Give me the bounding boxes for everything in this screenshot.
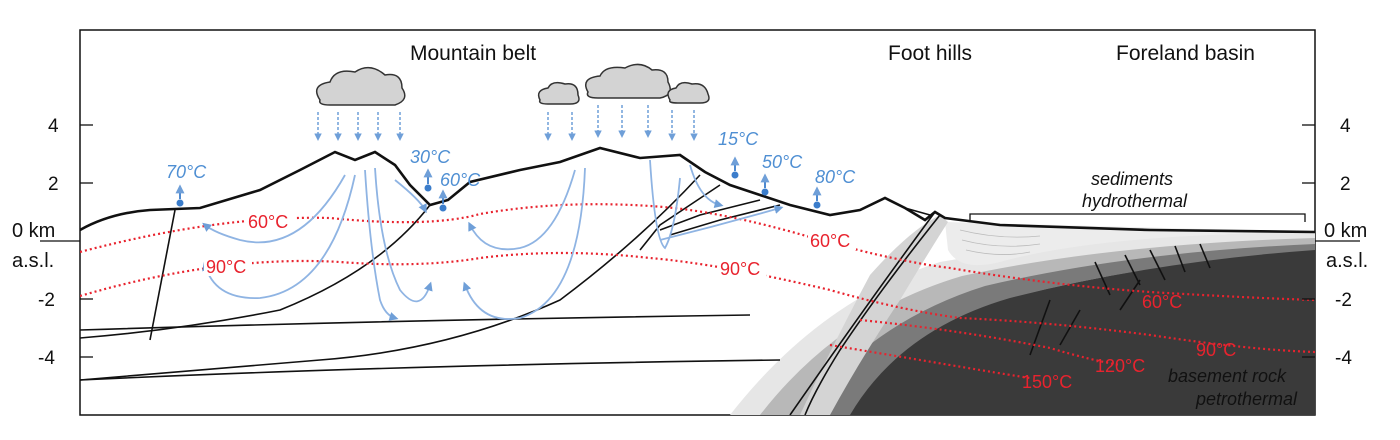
left-tick-0: 0 km xyxy=(12,220,55,242)
isotherm-label-center-60: 60°C xyxy=(810,231,850,251)
foothill-fault-a xyxy=(904,207,931,216)
flow-7 xyxy=(462,167,586,320)
label-bg xyxy=(204,256,252,276)
right-axis xyxy=(1302,124,1360,358)
isotherm-label-center-90: 90°C xyxy=(720,259,760,279)
flow-2 xyxy=(202,174,356,299)
rain-group-2 xyxy=(544,105,698,141)
flow-4 xyxy=(374,167,433,303)
left-tick-4: 4 xyxy=(48,116,59,137)
isotherm-label-mb-90: 90°C xyxy=(206,257,246,277)
spring-icon xyxy=(438,189,448,212)
fault-2 xyxy=(80,204,431,339)
sediment-basin xyxy=(945,222,1315,266)
basement-rock-label: basement rock xyxy=(1168,366,1287,386)
fault-3 xyxy=(80,174,701,381)
spring-icon xyxy=(175,184,185,207)
left-tick-neg2: -2 xyxy=(38,290,55,311)
right-unit: a.s.l. xyxy=(1326,250,1368,272)
rain-group-1 xyxy=(314,112,404,141)
isotherm-label-basin-150: 150°C xyxy=(1022,372,1072,392)
region-mountain-belt: Mountain belt xyxy=(410,42,536,65)
isotherm-label-basin-60: 60°C xyxy=(1142,292,1182,312)
basin-fault-3 xyxy=(1149,249,1166,281)
isotherm-label-basin-90: 90°C xyxy=(1196,340,1236,360)
fault-7 xyxy=(80,314,751,331)
basin-fault-7 xyxy=(1059,309,1081,346)
region-foreland-basin: Foreland basin xyxy=(1116,42,1255,65)
spring-temp-15: 15°C xyxy=(718,129,759,149)
basin-fault-2 xyxy=(1124,254,1141,286)
fault-6 xyxy=(669,204,781,236)
label-bg xyxy=(246,211,294,231)
right-tick-neg2: -2 xyxy=(1335,290,1352,311)
fault-9 xyxy=(804,214,941,415)
left-axis xyxy=(40,124,93,358)
sediment-lines xyxy=(959,229,1041,255)
spring-temp-80: 80°C xyxy=(815,167,856,187)
right-tick-0: 0 km xyxy=(1324,220,1367,242)
spring-icon xyxy=(423,168,433,192)
basin-fault-4 xyxy=(1174,245,1186,273)
basin-fault-5 xyxy=(1199,243,1211,269)
right-tick-2: 2 xyxy=(1340,174,1351,195)
left-unit: a.s.l. xyxy=(12,250,54,272)
cloud-icon xyxy=(667,81,710,104)
cloud-icon xyxy=(585,63,671,99)
cloud-icon xyxy=(315,66,406,106)
basin-fault-8 xyxy=(1119,279,1141,311)
spring-temp-50: 50°C xyxy=(762,152,803,172)
right-tick-4: 4 xyxy=(1340,116,1351,137)
right-tick-neg4: -4 xyxy=(1335,348,1352,369)
spring-temp-60: 60°C xyxy=(440,170,481,190)
isotherm-label-basin-120: 120°C xyxy=(1095,356,1145,376)
spring-icon xyxy=(812,186,822,209)
spring-icon xyxy=(760,173,770,196)
left-tick-neg4: -4 xyxy=(38,348,55,369)
flow-9 xyxy=(689,164,724,209)
flow-10 xyxy=(659,205,784,241)
flow-3 xyxy=(364,169,399,321)
cloud-icon xyxy=(537,81,580,105)
spring-icon xyxy=(730,156,740,179)
isotherm-label-mb-60: 60°C xyxy=(248,212,288,232)
isotherm-60 xyxy=(80,203,1315,302)
topography-line xyxy=(80,146,1315,234)
petrothermal-label: petrothermal xyxy=(1195,389,1298,409)
flow-6 xyxy=(468,169,576,251)
sediments-label: sediments xyxy=(1091,169,1173,189)
spring-temp-30: 30°C xyxy=(410,147,451,167)
left-tick-2: 2 xyxy=(48,174,59,195)
label-bg xyxy=(808,230,856,250)
layer-darkest xyxy=(815,248,1315,415)
hydrothermal-label: hydrothermal xyxy=(1082,191,1188,211)
sediments-bracket xyxy=(969,213,1306,222)
region-foot-hills: Foot hills xyxy=(888,42,972,65)
flow-8 xyxy=(649,159,681,250)
foothill-thrust-sheet xyxy=(800,215,948,415)
fault-8 xyxy=(80,359,781,381)
label-bg xyxy=(718,258,766,278)
flow-5 xyxy=(394,179,427,214)
fault-10 xyxy=(789,211,936,415)
flow-1 xyxy=(202,174,346,244)
spring-temp-70: 70°C xyxy=(166,162,207,182)
